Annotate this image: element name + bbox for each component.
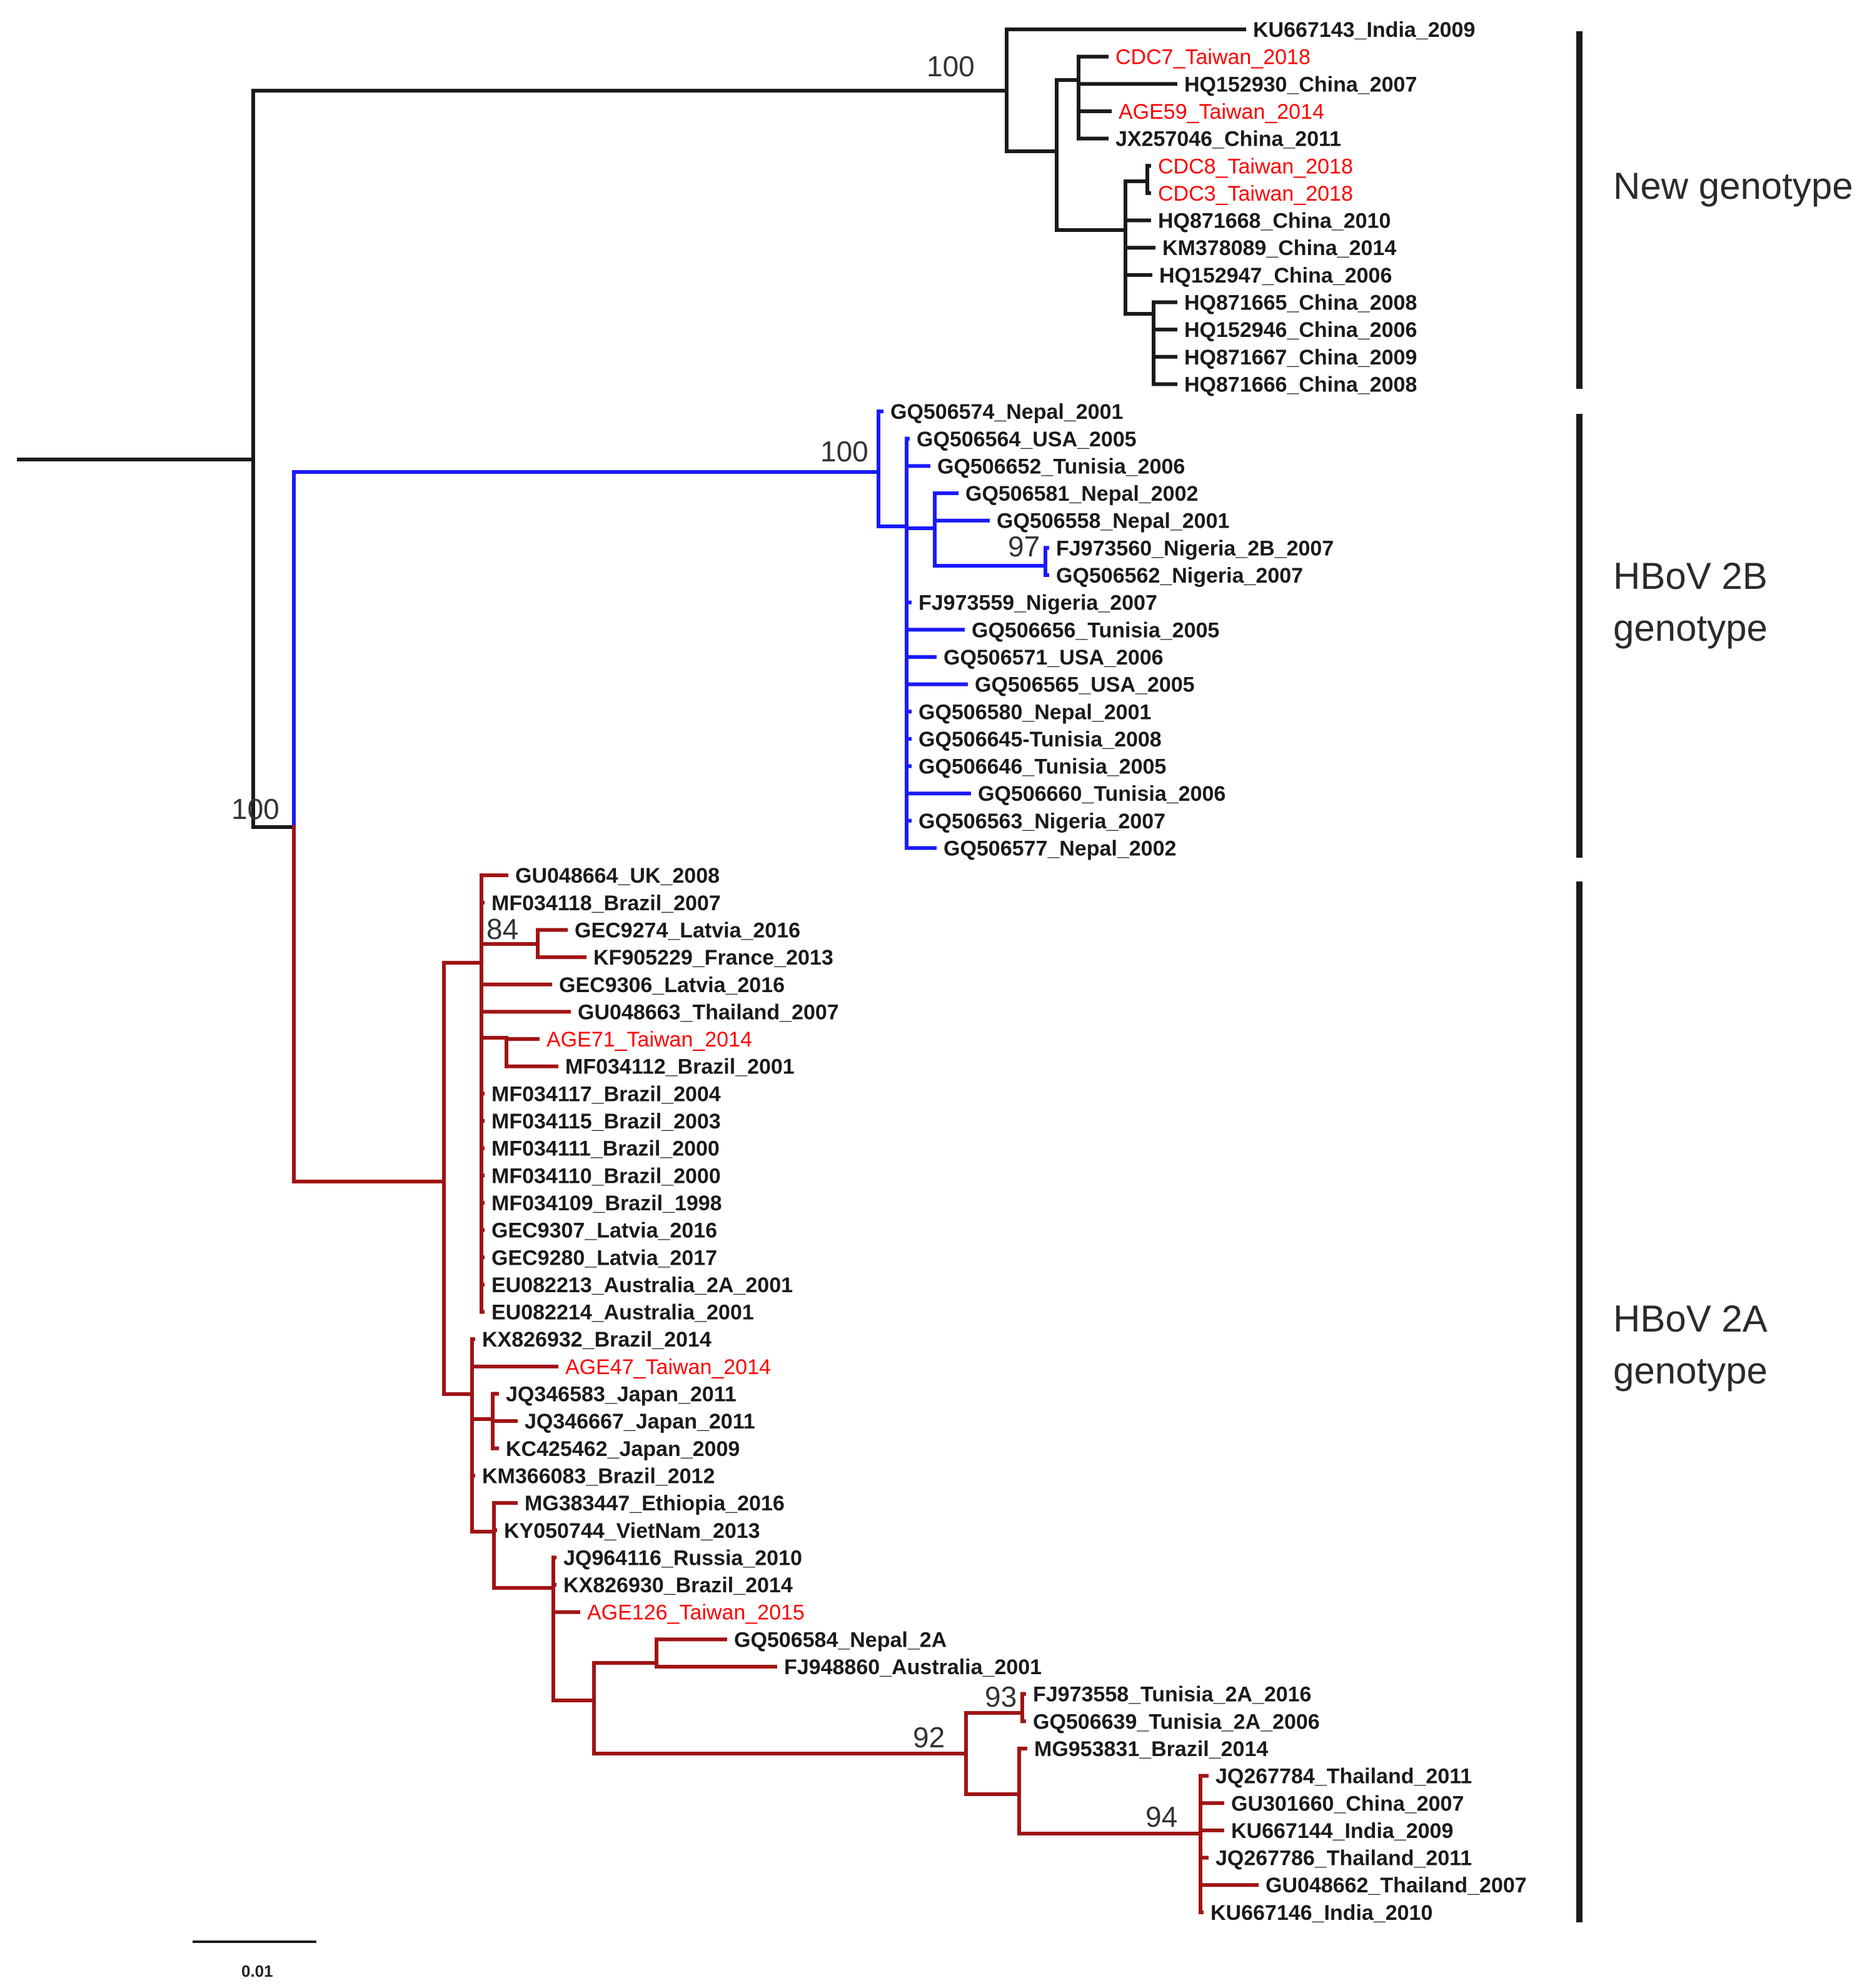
leaf-label-ky050744: KY050744_VietNam_2013 — [504, 1519, 760, 1543]
leaf-label-mf034112: MF034112_Brazil_2001 — [565, 1055, 795, 1079]
leaf-label-hq871668: HQ871668_China_2010 — [1158, 209, 1391, 233]
clade-label-hbov2b-line2: genotype — [1613, 607, 1768, 649]
leaf-label-gu048664: GU048664_UK_2008 — [515, 864, 720, 888]
leaf-label-kc425462: KC425462_Japan_2009 — [506, 1437, 740, 1461]
leaf-label-km366083: KM366083_Brazil_2012 — [482, 1464, 715, 1488]
leaf-label-jq346667: JQ346667_Japan_2011 — [525, 1410, 755, 1433]
leaf-label-mf034118: MF034118_Brazil_2007 — [491, 891, 721, 915]
leaf-label-gq506645: GQ506645-Tunisia_2008 — [918, 728, 1162, 751]
leaf-label-hq871667: HQ871667_China_2009 — [1184, 346, 1417, 369]
leaf-label-age71: AGE71_Taiwan_2014 — [546, 1028, 752, 1052]
leaf-label-gq506584: GQ506584_Nepal_2A — [734, 1628, 947, 1652]
leaf-label-jq267784: JQ267784_Thailand_2011 — [1215, 1765, 1472, 1789]
leaf-label-cdc7: CDC7_Taiwan_2018 — [1115, 46, 1311, 69]
bootstrap-hbov2b: 100 — [820, 435, 868, 468]
leaf-label-kx826932: KX826932_Brazil_2014 — [482, 1328, 712, 1352]
leaf-label-kx826930: KX826930_Brazil_2014 — [563, 1574, 793, 1597]
leaf-label-gq506562: GQ506562_Nigeria_2007 — [1056, 564, 1303, 588]
leaf-label-gec9280: GEC9280_Latvia_2017 — [491, 1246, 717, 1270]
leaf-label-mg953831: MG953831_Brazil_2014 — [1034, 1737, 1268, 1761]
leaf-label-gec9306: GEC9306_Latvia_2016 — [559, 973, 785, 997]
leaf-label-hq871665: HQ871665_China_2008 — [1184, 291, 1417, 315]
leaf-label-cdc3: CDC3_Taiwan_2018 — [1158, 182, 1353, 206]
leaf-label-ku667144: KU667144_India_2009 — [1231, 1819, 1453, 1843]
leaf-label-gq506571: GQ506571_USA_2006 — [944, 646, 1164, 670]
bootstrap-new-genotype: 100 — [927, 50, 975, 83]
leaf-label-gq506656: GQ506656_Tunisia_2005 — [972, 618, 1219, 642]
leaf-label-jq346583: JQ346583_Japan_2011 — [506, 1383, 737, 1407]
leaf-label-mf034110: MF034110_Brazil_2000 — [491, 1164, 721, 1188]
leaf-label-gq506577: GQ506577_Nepal_2002 — [944, 837, 1176, 861]
leaf-label-gu301660: GU301660_China_2007 — [1231, 1792, 1464, 1815]
leaf-label-hq152947: HQ152947_China_2006 — [1159, 264, 1392, 288]
leaf-label-gq506639: GQ506639_Tunisia_2A_2006 — [1033, 1710, 1320, 1734]
scale-bar: 0.01 — [193, 1940, 316, 1980]
leaf-label-hq152930: HQ152930_China_2007 — [1184, 73, 1417, 96]
leaf-label-jx257046: JX257046_China_2011 — [1115, 128, 1341, 151]
leaf-label-mg383447: MG383447_Ethiopia_2016 — [525, 1492, 785, 1515]
leaf-label-jq267786: JQ267786_Thailand_2011 — [1215, 1847, 1472, 1870]
leaf-label-km378089: KM378089_China_2014 — [1162, 236, 1396, 260]
bootstrap-root-split: 100 — [231, 793, 279, 825]
bootstrap-big-subclade: 92 — [913, 1721, 945, 1754]
leaf-label-eu082213: EU082213_Australia_2A_2001 — [491, 1273, 793, 1297]
leaf-label-gu048663: GU048663_Thailand_2007 — [578, 1000, 839, 1024]
leaf-label-eu082214: EU082214_Australia_2001 — [491, 1301, 754, 1325]
leaf-label-hq871666: HQ871666_China_2008 — [1184, 373, 1417, 396]
leaf-label-gq506565: GQ506565_USA_2005 — [975, 673, 1195, 697]
leaf-label-ku667143: KU667143_India_2009 — [1253, 18, 1475, 42]
leaf-label-mf034109: MF034109_Brazil_1998 — [491, 1192, 722, 1215]
bootstrap-gec9274-pair: 84 — [486, 913, 518, 945]
clade-label-new-genotype: New genotype — [1613, 165, 1853, 207]
leaf-label-gq506558: GQ506558_Nepal_2001 — [997, 510, 1229, 533]
leaf-label-gq506574: GQ506574_Nepal_2001 — [890, 400, 1123, 424]
bootstrap-thailand-cluster: 94 — [1145, 1800, 1177, 1833]
leaf-label-fj973558: FJ973558_Tunisia_2A_2016 — [1033, 1683, 1311, 1707]
leaf-label-fj973559: FJ973559_Nigeria_2007 — [918, 591, 1157, 615]
leaf-label-gq506563: GQ506563_Nigeria_2007 — [918, 810, 1165, 833]
leaf-label-mf034115: MF034115_Brazil_2003 — [491, 1110, 721, 1133]
leaf-label-mf034117: MF034117_Brazil_2004 — [491, 1082, 721, 1106]
leaf-label-gq506646: GQ506646_Tunisia_2005 — [918, 755, 1166, 779]
clade-label-hbov2b-line1: HBoV 2B — [1613, 555, 1768, 597]
leaf-label-cdc8: CDC8_Taiwan_2018 — [1158, 154, 1353, 178]
tree-branches — [17, 28, 1259, 1914]
bootstrap-values: 100 100 97 100 84 93 92 94 — [231, 50, 1177, 1833]
leaf-label-fj948860: FJ948860_Australia_2001 — [784, 1655, 1042, 1679]
leaf-label-age47: AGE47_Taiwan_2014 — [565, 1355, 771, 1379]
bootstrap-fj973558-pair: 93 — [985, 1680, 1017, 1713]
leaf-label-age59: AGE59_Taiwan_2014 — [1119, 100, 1324, 124]
leaf-label-gq506581: GQ506581_Nepal_2002 — [965, 482, 1198, 506]
leaf-label-gec9274: GEC9274_Latvia_2016 — [575, 918, 800, 942]
clade-label-hbov2a-line2: genotype — [1613, 1350, 1768, 1392]
leaf-label-mf034111: MF034111_Brazil_2000 — [491, 1137, 720, 1161]
leaf-label-gq506564: GQ506564_USA_2005 — [917, 428, 1137, 451]
leaf-label-kf905229: KF905229_France_2013 — [593, 946, 833, 970]
leaf-label-ku667146: KU667146_India_2010 — [1210, 1901, 1432, 1925]
leaf-label-gu048662: GU048662_Thailand_2007 — [1266, 1874, 1527, 1897]
bootstrap-fj973560-pair: 97 — [1008, 530, 1040, 563]
leaf-label-gq506660: GQ506660_Tunisia_2006 — [978, 782, 1225, 806]
leaf-label-gq506652: GQ506652_Tunisia_2006 — [937, 454, 1185, 478]
leaf-label-gec9307: GEC9307_Latvia_2016 — [491, 1219, 717, 1243]
leaf-label-hq152946: HQ152946_China_2006 — [1184, 318, 1417, 342]
leaf-label-age126: AGE126_Taiwan_2015 — [587, 1601, 805, 1625]
scale-bar-label: 0.01 — [241, 1962, 273, 1980]
leaf-labels: KU667143_India_2009CDC7_Taiwan_2018HQ152… — [482, 18, 1527, 1925]
leaf-label-fj973560: FJ973560_Nigeria_2B_2007 — [1056, 536, 1334, 560]
leaf-label-gq506580: GQ506580_Nepal_2001 — [918, 700, 1151, 724]
clade-label-hbov2a-line1: HBoV 2A — [1613, 1298, 1768, 1340]
leaf-label-jq964116: JQ964116_Russia_2010 — [563, 1546, 802, 1570]
